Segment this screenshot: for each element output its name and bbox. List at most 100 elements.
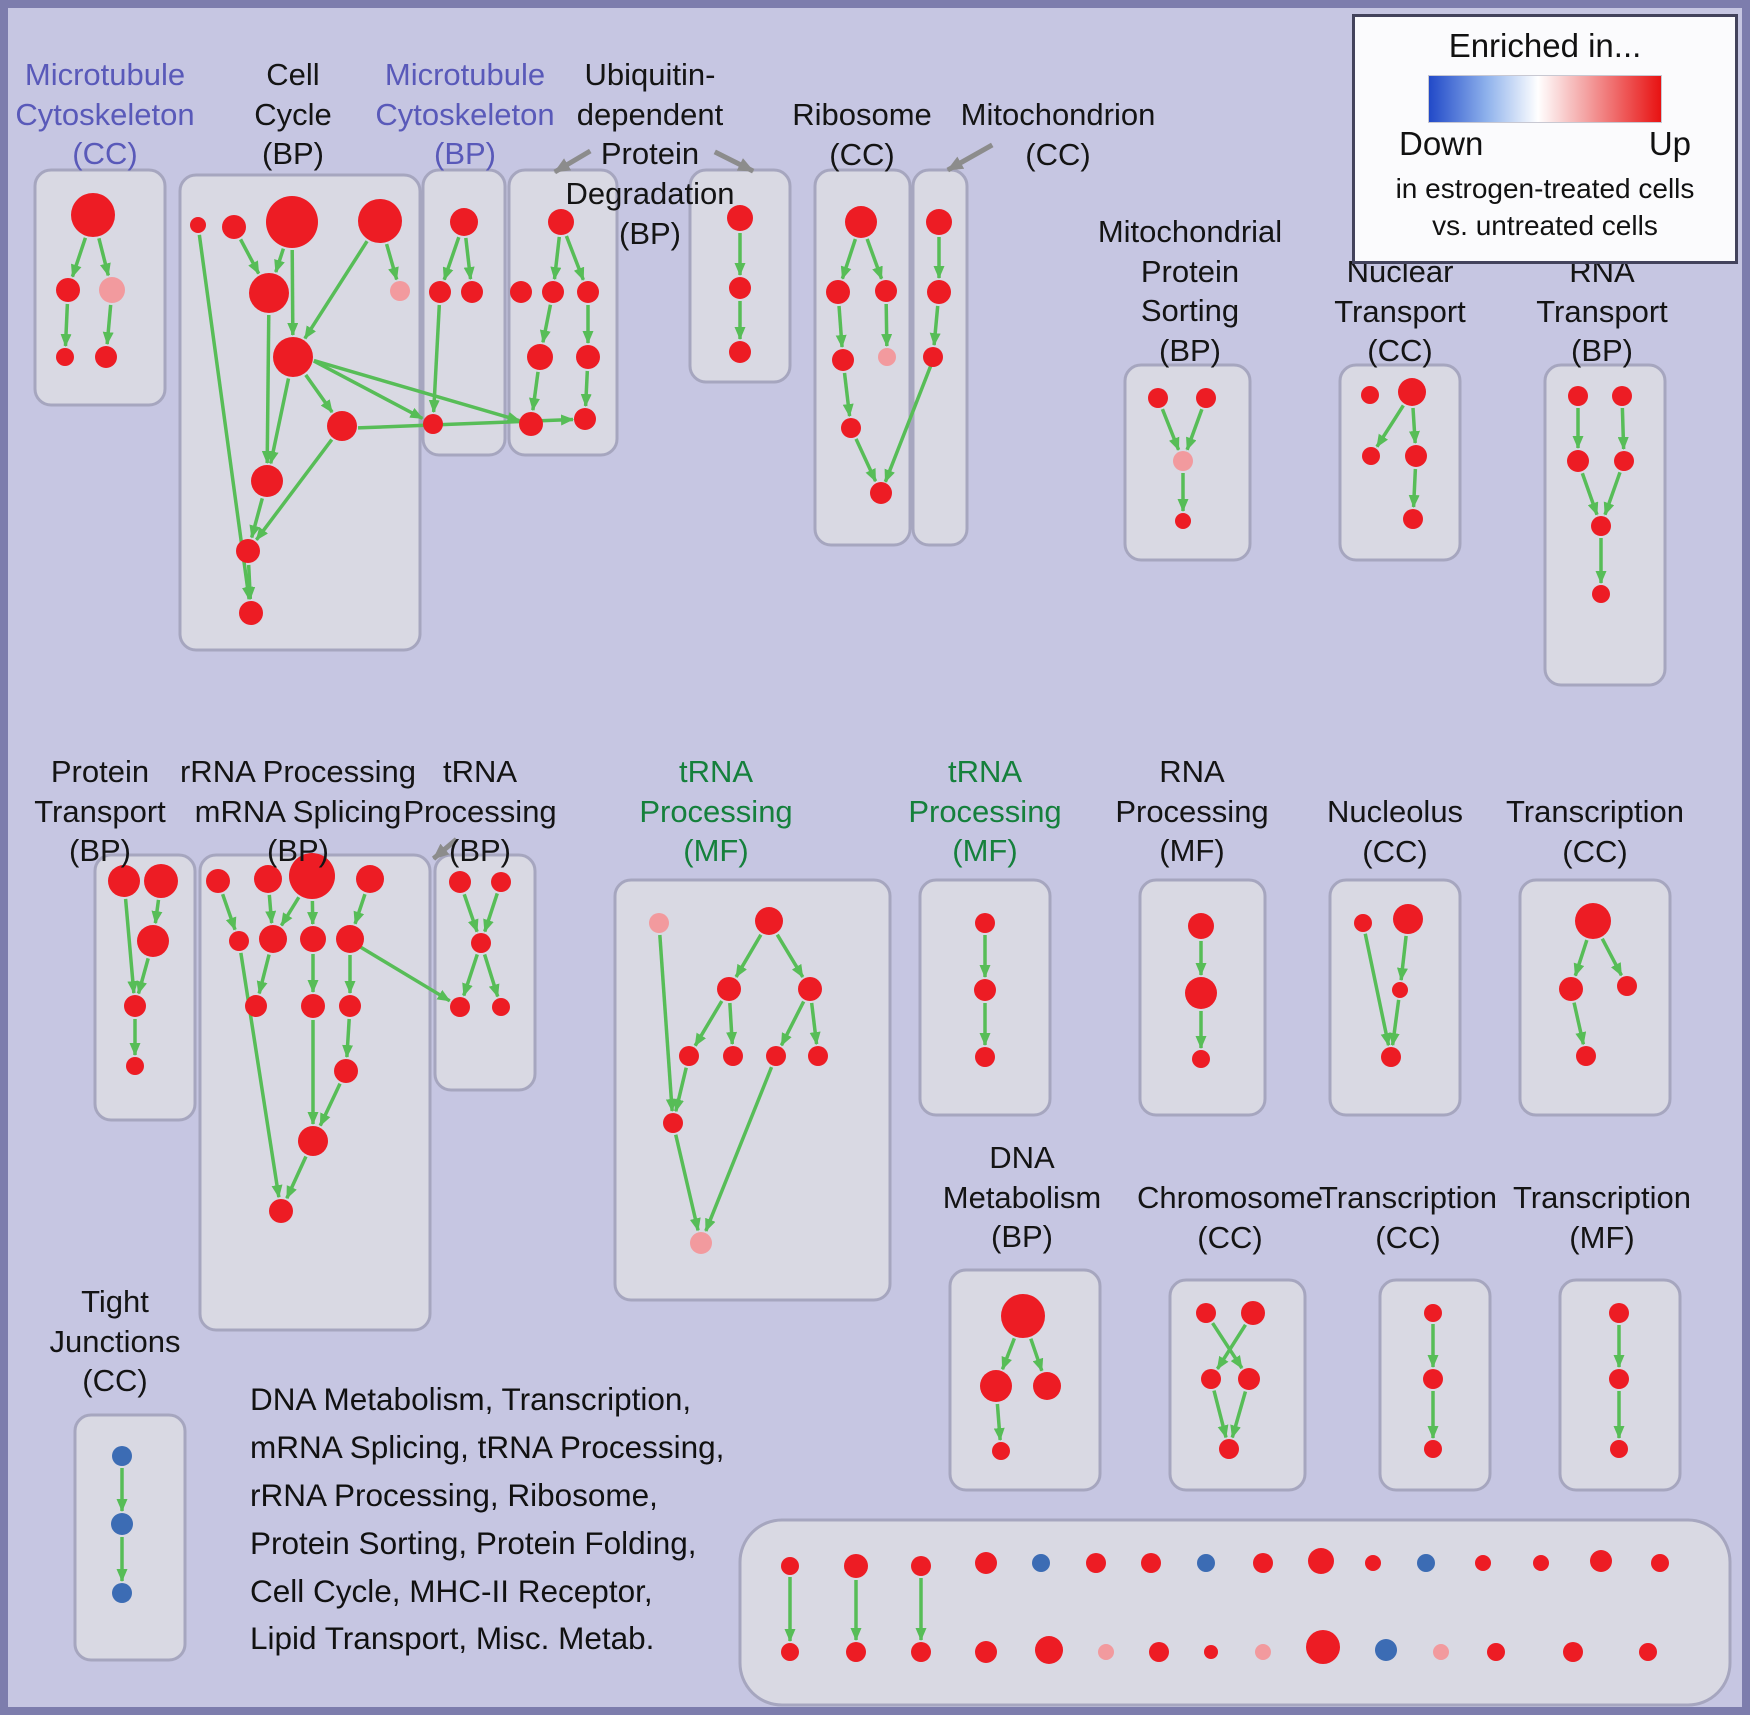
go-term-node <box>911 1642 931 1662</box>
edge-arrow <box>946 142 994 173</box>
edge-arrow <box>483 892 499 933</box>
edge-arrow <box>539 304 553 344</box>
go-term-node <box>245 995 267 1017</box>
edge-arrow <box>342 1018 354 1059</box>
edge-arrow <box>279 896 301 927</box>
go-term-node <box>1196 1303 1216 1323</box>
edge-arrow <box>779 1000 806 1047</box>
go-term-node <box>358 199 402 243</box>
cluster-box-ribosome-cc <box>813 168 912 547</box>
go-term-node <box>471 933 491 953</box>
edge-arrow <box>60 303 72 348</box>
go-term-node <box>808 1046 828 1066</box>
go-term-node <box>975 1047 995 1067</box>
edge-arrow <box>353 893 367 925</box>
cluster-mitochondrion-cc <box>883 209 952 483</box>
go-term-node <box>336 925 364 953</box>
go-term-node <box>1361 386 1379 404</box>
cluster-box-trna-processing-bp <box>433 853 537 1092</box>
edge-arrow <box>265 894 277 925</box>
go-term-node <box>878 348 896 366</box>
go-term-node <box>1238 1368 1260 1390</box>
edge-arrow <box>97 237 111 277</box>
cluster-transcription-mf <box>1609 1303 1629 1458</box>
go-term-node <box>1609 1303 1629 1323</box>
go-term-node <box>975 913 995 933</box>
go-term-node <box>1308 1548 1334 1574</box>
edge-arrow <box>239 238 261 275</box>
go-term-node <box>1610 1440 1628 1458</box>
go-term-node <box>576 345 600 369</box>
cluster-tight-junctions-cc <box>111 1446 133 1603</box>
go-term-node <box>112 1446 132 1466</box>
cluster-box-nuclear-transport-cc <box>1338 363 1462 562</box>
go-term-node <box>527 344 553 370</box>
go-term-node <box>206 869 230 893</box>
edge-arrow <box>313 358 521 423</box>
go-term-node <box>1141 1553 1161 1573</box>
cluster-box-dna-metabolism-bp <box>948 1268 1102 1492</box>
go-term-node <box>649 913 669 933</box>
go-term-node <box>1306 1630 1340 1664</box>
go-term-node <box>1609 1369 1629 1389</box>
edge-arrow <box>1603 471 1622 516</box>
edge-arrow <box>274 248 286 274</box>
cluster-box-transcription-cc-a <box>1518 878 1672 1117</box>
go-term-node <box>236 539 260 563</box>
cluster-protein-transport-bp <box>108 864 178 1075</box>
cluster-trna-processing-bp <box>449 871 511 1017</box>
go-term-node <box>729 341 751 363</box>
go-term-node <box>1612 386 1632 406</box>
edge-arrow <box>881 303 893 348</box>
edge-arrow <box>658 934 677 1113</box>
cluster-box-mixed-terms-strip <box>738 1518 1732 1707</box>
go-term-node <box>781 1643 799 1661</box>
edge-arrow <box>261 314 273 465</box>
edge-arrow <box>865 238 884 280</box>
go-term-node <box>1204 1645 1218 1659</box>
legend-subtitle-line2: vs. untreated cells <box>1432 209 1658 241</box>
cluster-rna-transport-bp <box>1567 386 1634 603</box>
edge-arrow <box>256 954 271 995</box>
go-term-node <box>229 931 249 951</box>
legend-down-label: Down <box>1399 125 1484 162</box>
go-term-node <box>1403 509 1423 529</box>
go-term-node <box>356 865 384 893</box>
go-term-node <box>126 1057 144 1075</box>
go-term-node <box>1381 1047 1401 1067</box>
go-term-node <box>492 998 510 1016</box>
go-term-node <box>690 1232 712 1254</box>
go-term-node <box>875 280 897 302</box>
go-term-node <box>992 1442 1010 1460</box>
edge-arrow <box>993 1403 1005 1442</box>
go-term-node <box>239 601 263 625</box>
go-term-node <box>289 853 335 899</box>
go-term-node <box>269 1199 293 1223</box>
cluster-ribosome-cc <box>826 206 897 504</box>
go-term-node <box>1219 1439 1239 1459</box>
edge-arrow <box>842 372 854 418</box>
go-term-node <box>124 995 146 1017</box>
go-term-node <box>870 482 892 504</box>
go-term-node <box>1487 1643 1505 1661</box>
go-term-node <box>798 977 822 1001</box>
go-term-node <box>99 277 125 303</box>
legend-subtitle-line1: in estrogen-treated cells <box>1395 173 1695 204</box>
go-term-node <box>491 872 511 892</box>
go-term-node <box>826 280 850 304</box>
edge-arrow <box>674 1134 701 1232</box>
edge-arrow <box>1029 1338 1044 1372</box>
go-term-node <box>766 1046 786 1066</box>
cluster-trna-processing-mf-1 <box>649 907 828 1254</box>
go-term-node <box>327 411 357 441</box>
edge-arrow <box>1160 408 1181 451</box>
edge-arrow <box>1600 937 1623 977</box>
cluster-nucleolus-cc <box>1354 904 1423 1067</box>
cluster-box-protein-transport-bp <box>93 853 197 1122</box>
go-term-node <box>927 280 951 304</box>
edge-arrow <box>285 1155 308 1200</box>
edge-arrow <box>220 893 237 931</box>
edge-arrow <box>1375 404 1405 448</box>
edge-arrow <box>1573 939 1589 977</box>
